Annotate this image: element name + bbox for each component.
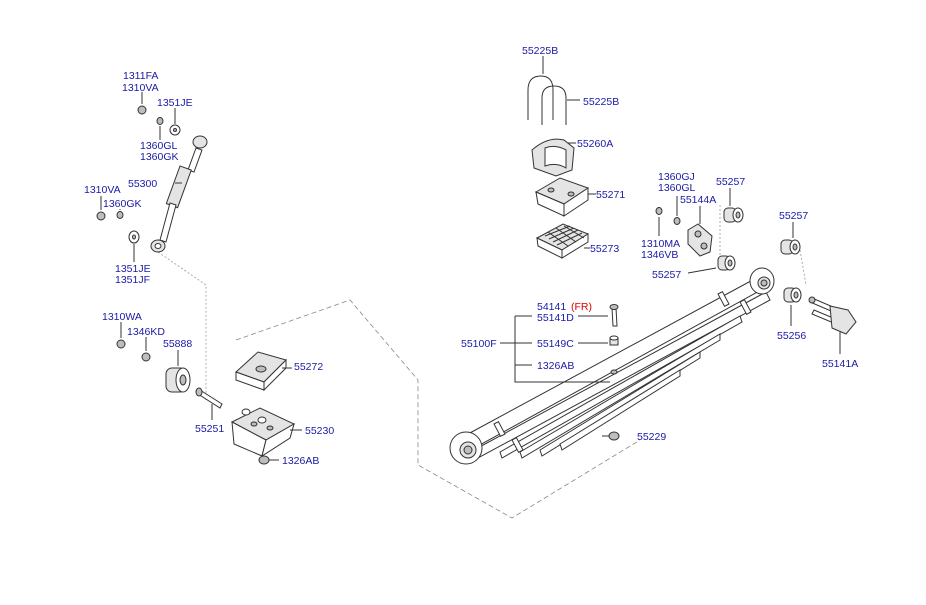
- label-1310WA[interactable]: 1310WA: [102, 311, 142, 323]
- label-55257-left[interactable]: 55257: [652, 269, 681, 281]
- label-55260A[interactable]: 55260A: [577, 138, 613, 150]
- label-55300[interactable]: 55300: [128, 178, 157, 190]
- nut-1360GL-right[interactable]: [673, 217, 681, 225]
- label-1346KD[interactable]: 1346KD: [127, 326, 165, 338]
- label-55272[interactable]: 55272: [294, 361, 323, 373]
- label-1351JE-top[interactable]: 1351JE: [157, 97, 193, 109]
- spring-seat-plate-55230[interactable]: [230, 407, 296, 458]
- label-1360GK-top[interactable]: 1360GK: [140, 151, 179, 163]
- label-1360GK-bottom[interactable]: 1360GK: [103, 198, 142, 210]
- clip-bolt-55141D[interactable]: [609, 304, 619, 327]
- label-1360GJ[interactable]: 1360GJ: [658, 171, 695, 183]
- label-55144A[interactable]: 55144A: [680, 194, 716, 206]
- bushing-55256[interactable]: [783, 287, 802, 303]
- nut-1360GK-bottom[interactable]: [116, 211, 124, 219]
- label-1311FA[interactable]: 1311FA: [123, 70, 158, 82]
- washer-1351JE-top[interactable]: [169, 124, 181, 136]
- bushing-55888[interactable]: [165, 367, 191, 393]
- label-1326AB-left[interactable]: 1326AB: [282, 455, 319, 467]
- label-1351JF[interactable]: 1351JF: [115, 274, 150, 286]
- label-55230[interactable]: 55230: [305, 425, 334, 437]
- label-1310MA[interactable]: 1310MA: [641, 238, 680, 250]
- nut-55229[interactable]: [608, 431, 620, 441]
- label-1346VB[interactable]: 1346VB: [641, 249, 678, 261]
- washer-1351JE-bottom[interactable]: [128, 230, 140, 244]
- label-1310VA-bottom[interactable]: 1310VA: [84, 184, 121, 196]
- label-55256[interactable]: 55256: [777, 330, 806, 342]
- nut-1310VA-bottom[interactable]: [96, 211, 106, 221]
- bracket-55272[interactable]: [235, 351, 287, 392]
- label-55257-right[interactable]: 55257: [779, 210, 808, 222]
- shock-absorber[interactable]: [150, 135, 208, 253]
- pin-guide-line: [799, 249, 807, 286]
- label-55271[interactable]: 55271: [596, 189, 625, 201]
- label-55149C[interactable]: 55149C: [537, 338, 574, 350]
- label-1351JE-bottom[interactable]: 1351JE: [115, 263, 151, 275]
- label-55273[interactable]: 55273: [590, 243, 619, 255]
- label-55141A[interactable]: 55141A: [822, 358, 858, 370]
- label-55888[interactable]: 55888: [163, 338, 192, 350]
- label-54141[interactable]: 54141: [537, 301, 566, 313]
- plate-55271[interactable]: [534, 177, 590, 217]
- label-1360GL-right[interactable]: 1360GL: [658, 182, 696, 194]
- assembly-outline: [235, 299, 641, 519]
- nut-1310VA-top[interactable]: [137, 105, 147, 115]
- bushing-55257-a[interactable]: [723, 207, 744, 223]
- u-bolt-55225B[interactable]: [527, 75, 567, 125]
- label-fr: (FR): [571, 301, 592, 313]
- shackle-pin-55141A[interactable]: [808, 296, 857, 335]
- nut-1360GL-top[interactable]: [156, 117, 164, 125]
- label-55225B-right[interactable]: 55225B: [583, 96, 619, 108]
- label-55257-top[interactable]: 55257: [716, 176, 745, 188]
- nut-1310WA[interactable]: [116, 339, 126, 349]
- label-1360GL-top[interactable]: 1360GL: [140, 140, 178, 152]
- pad-55273[interactable]: [535, 223, 590, 259]
- label-55225B-top[interactable]: 55225B: [522, 45, 558, 57]
- label-55100F[interactable]: 55100F: [461, 338, 497, 350]
- label-1310VA-top[interactable]: 1310VA: [122, 82, 159, 94]
- shackle-plate-55144A[interactable]: [687, 223, 713, 257]
- bolt-55251[interactable]: [195, 387, 223, 409]
- u-bolt-seat-55260A[interactable]: [531, 138, 575, 177]
- nut-1346KD[interactable]: [141, 352, 151, 362]
- label-55229[interactable]: 55229: [637, 431, 666, 443]
- label-55141D[interactable]: 55141D: [537, 312, 574, 324]
- label-1326AB-right[interactable]: 1326AB: [537, 360, 574, 372]
- nut-1360GJ[interactable]: [655, 207, 663, 215]
- bushing-55257-b[interactable]: [717, 255, 736, 271]
- nut-55149C[interactable]: [609, 335, 619, 346]
- label-55251[interactable]: 55251: [195, 423, 224, 435]
- bushing-55257-c[interactable]: [780, 239, 801, 255]
- leaf-spring-assembly[interactable]: [449, 267, 775, 465]
- nut-1326AB-left[interactable]: [258, 455, 270, 465]
